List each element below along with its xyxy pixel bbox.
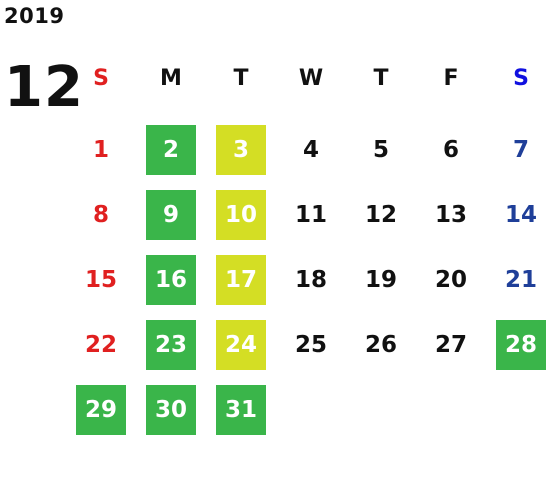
day-cell-12[interactable]: 12 — [364, 202, 397, 228]
day-cell-24[interactable]: 24 — [216, 320, 266, 370]
weekday-header-saturday: S — [513, 66, 529, 91]
day-cell-30[interactable]: 30 — [146, 385, 196, 435]
day-cell-21[interactable]: 21 — [504, 267, 537, 293]
day-cell-31[interactable]: 31 — [216, 385, 266, 435]
day-cell-29[interactable]: 29 — [76, 385, 126, 435]
day-cell-18[interactable]: 18 — [294, 267, 327, 293]
day-cell-19[interactable]: 19 — [364, 267, 397, 293]
day-cell-7[interactable]: 7 — [512, 137, 529, 163]
day-cell-6[interactable]: 6 — [442, 137, 459, 163]
weekday-header-sunday: S — [93, 66, 109, 91]
weekday-header-thursday: T — [373, 66, 389, 91]
day-cell-23[interactable]: 23 — [146, 320, 196, 370]
day-cell-20[interactable]: 20 — [434, 267, 467, 293]
month-number: 12 — [4, 55, 84, 120]
day-cell-11[interactable]: 11 — [294, 202, 327, 228]
day-cell-2[interactable]: 2 — [146, 125, 196, 175]
day-cell-15[interactable]: 15 — [84, 267, 117, 293]
day-cell-25[interactable]: 25 — [294, 332, 327, 358]
day-cell-5[interactable]: 5 — [372, 137, 389, 163]
weekday-header-monday: M — [160, 66, 182, 91]
day-cell-26[interactable]: 26 — [364, 332, 397, 358]
day-cell-14[interactable]: 14 — [504, 202, 537, 228]
day-cell-3[interactable]: 3 — [216, 125, 266, 175]
day-cell-17[interactable]: 17 — [216, 255, 266, 305]
day-cell-27[interactable]: 27 — [434, 332, 467, 358]
day-cell-4[interactable]: 4 — [302, 137, 319, 163]
weekday-header-tuesday: T — [233, 66, 249, 91]
day-cell-13[interactable]: 13 — [434, 202, 467, 228]
day-cell-16[interactable]: 16 — [146, 255, 196, 305]
day-cell-1[interactable]: 1 — [92, 137, 109, 163]
day-cell-22[interactable]: 22 — [84, 332, 117, 358]
weekday-header-friday: F — [443, 66, 459, 91]
day-cell-28[interactable]: 28 — [496, 320, 546, 370]
day-cell-10[interactable]: 10 — [216, 190, 266, 240]
day-cell-9[interactable]: 9 — [146, 190, 196, 240]
year-label: 2019 — [4, 4, 65, 28]
weekday-header-wednesday: W — [298, 66, 324, 91]
day-cell-8[interactable]: 8 — [92, 202, 109, 228]
